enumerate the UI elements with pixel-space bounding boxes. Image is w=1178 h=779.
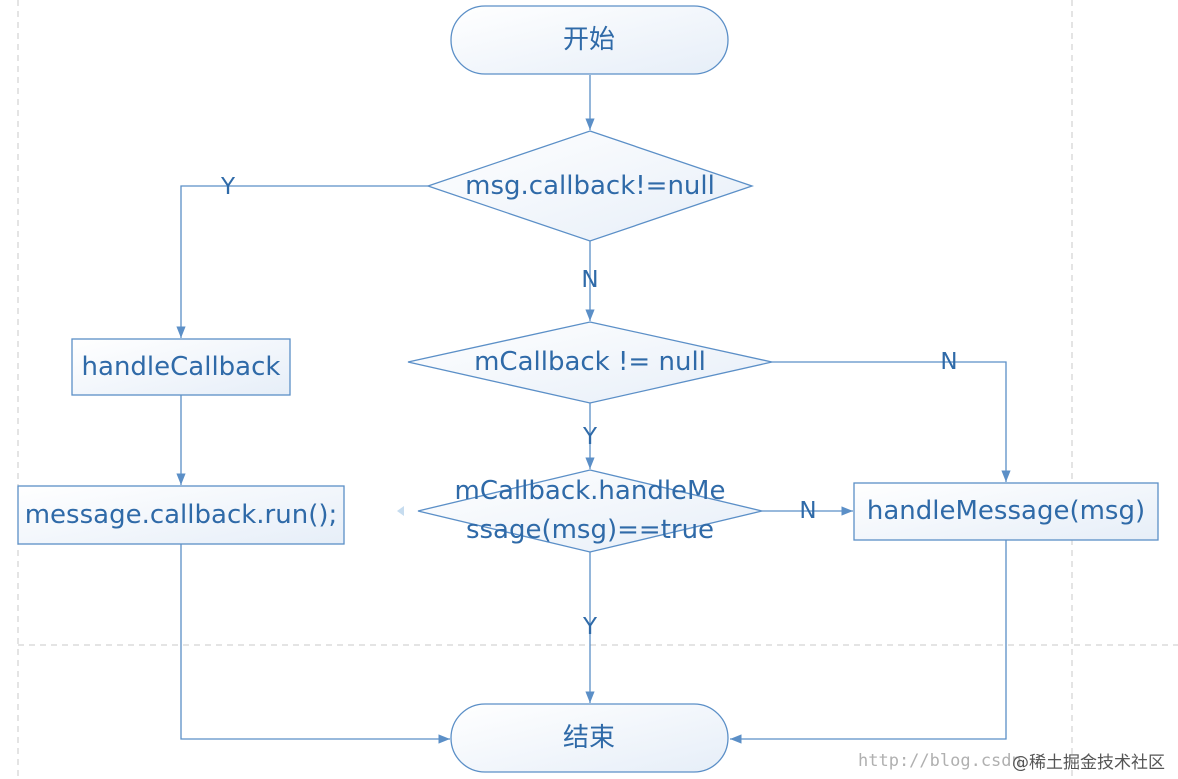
start-node[interactable]: 开始 — [450, 5, 729, 75]
edge-label-callback-yes: Y — [220, 174, 236, 200]
process-message-run[interactable]: message.callback.run(); — [17, 485, 345, 545]
edge-run-to-end — [180, 544, 450, 744]
edge-decision1-yes — [176, 185, 428, 338]
watermark-site: @稀土掘金技术社区 — [1012, 753, 1165, 773]
edge-handlemessage-to-end — [730, 540, 1007, 744]
stray-arrow-glyph — [397, 506, 404, 516]
process-handle-message[interactable]: handleMessage(msg) — [853, 482, 1159, 541]
edge-label-mcallback-no: N — [940, 349, 957, 375]
process-handle-callback-label: handleCallback — [82, 352, 281, 382]
process-message-run-label: message.callback.run(); — [25, 500, 338, 530]
edge-label-handle-yes: Y — [582, 614, 598, 640]
end-node[interactable]: 结束 — [450, 703, 729, 773]
edge-label-callback-no: N — [581, 267, 598, 293]
watermark-url: http://blog.csdn — [858, 751, 1022, 771]
decision-handle-message[interactable]: mCallback.handleMe ssage(msg)==true — [417, 469, 763, 553]
edge-label-mcallback-yes: Y — [582, 424, 598, 450]
process-handle-callback[interactable]: handleCallback — [71, 338, 291, 396]
edge-decision2-no — [772, 361, 1011, 482]
decision-handle-message-label-line1: mCallback.handleMe — [455, 476, 726, 506]
decision-mcallback[interactable]: mCallback != null — [407, 321, 773, 404]
process-handle-message-label: handleMessage(msg) — [867, 496, 1145, 526]
decision-callback-label: msg.callback!=null — [465, 171, 715, 201]
start-node-label: 开始 — [563, 25, 615, 55]
end-node-label: 结束 — [563, 723, 615, 753]
decision-mcallback-label: mCallback != null — [474, 347, 706, 377]
decision-handle-message-label-line2: ssage(msg)==true — [466, 515, 714, 545]
decision-callback[interactable]: msg.callback!=null — [425, 130, 755, 242]
edge-label-handle-no: N — [799, 498, 816, 524]
